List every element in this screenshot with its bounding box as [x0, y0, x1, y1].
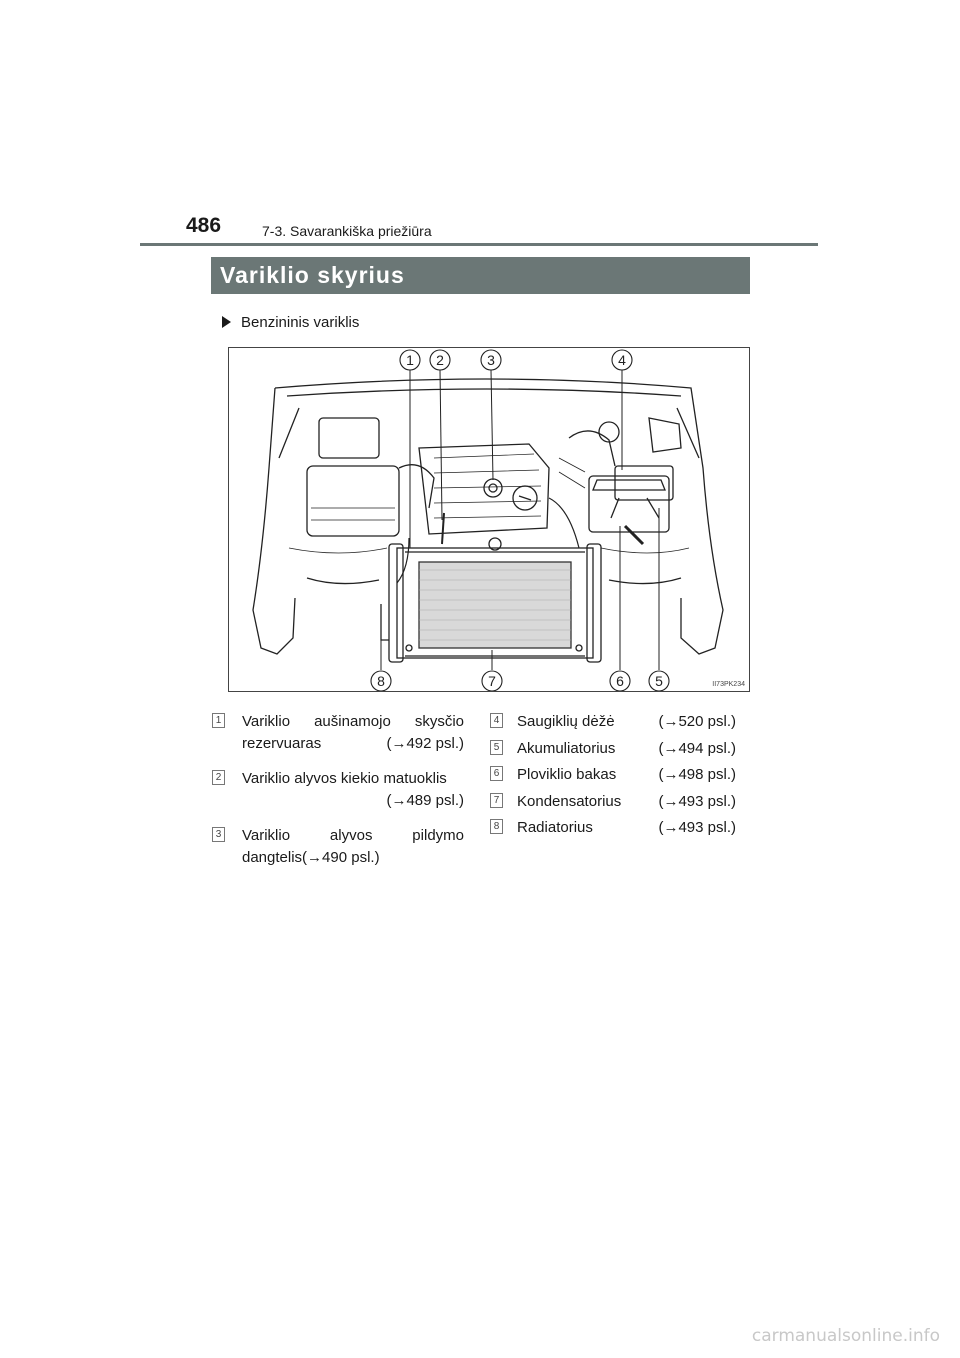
legend-item-7: 7 Kondensatorius (→493 psl.) — [490, 791, 736, 818]
callout-label-4: 4 — [618, 352, 626, 368]
callout-label-2: 2 — [436, 352, 444, 368]
legend-item-3: 3 Variklio alyvos pildymo dangtelis(→490… — [212, 825, 464, 869]
legend-item-8-label: Radiatorius — [517, 819, 593, 836]
legend-number-5: 5 — [490, 739, 503, 755]
legend-item-8-ref: (→493 psl.) — [658, 819, 736, 836]
legend-item-2-line1: Variklio alyvos kiekio matuoklis — [242, 770, 447, 787]
section-title: Variklio skyrius — [211, 257, 750, 294]
legend-item-6-ref: (→498 psl.) — [658, 766, 736, 783]
car-body-outline-left — [252, 387, 296, 655]
subheading: Benzininis variklis — [222, 314, 359, 331]
legend-item-6-label: Ploviklio bakas — [517, 766, 617, 783]
legend-number-2: 2 — [212, 770, 225, 785]
triangle-bullet-icon — [222, 316, 231, 328]
car-body-outline — [274, 378, 724, 655]
legend-item-1-ref: (→492 psl.) — [386, 735, 464, 752]
oil-cap — [483, 478, 503, 498]
callout-line-2 — [439, 369, 443, 521]
callout-line-3 — [490, 369, 494, 481]
legend-item-5-ref: (→494 psl.) — [658, 739, 736, 757]
coolant-reservoir-cap — [512, 485, 538, 511]
callout-label-5: 5 — [655, 673, 663, 689]
legend-number-8: 8 — [490, 819, 503, 834]
legend-item-6: 6 Ploviklio bakas (→498 psl.) — [490, 764, 736, 791]
legend-item-1-line2: rezervuaras — [242, 735, 322, 752]
washer-tank-cap — [598, 421, 620, 443]
callout-label-6: 6 — [616, 673, 624, 689]
callout-label-1: 1 — [406, 352, 414, 368]
condenser-core — [418, 561, 572, 649]
legend-item-5: 5 Akumuliatorius (→494 psl.) — [490, 738, 736, 765]
legend-item-1-line1: Variklio aušinamojo skysčio — [242, 713, 464, 730]
callout-circle-3 — [480, 349, 502, 371]
legend-item-7-label: Kondensatorius — [517, 792, 622, 810]
callout-circle-6 — [609, 670, 631, 691]
battery-housing — [588, 475, 670, 533]
radiator-frame — [396, 547, 594, 659]
figure-code: II73PK234 — [712, 681, 745, 688]
engine-bay-drawing: 1 2 3 4 5 6 7 8 II73PK234 — [252, 349, 745, 691]
watermark: carmanualsonline.info — [751, 1326, 940, 1346]
legend-item-1: 1 Variklio aušinamojo skysčio rezervuara… — [212, 711, 464, 755]
legend-item-8: 8 Radiatorius (→493 psl.) — [490, 817, 736, 844]
fuse-box — [614, 465, 674, 501]
legend-item-4-ref: (→520 psl.) — [658, 713, 736, 730]
callout-label-8: 8 — [377, 673, 385, 689]
section-breadcrumb: 7-3. Savarankiška priežiūra — [262, 223, 432, 239]
engine-bay-illustration: 1 2 3 4 5 6 7 8 II73PK234 — [228, 347, 750, 692]
callout-circle-1 — [399, 349, 421, 371]
legend-number-1: 1 — [212, 713, 225, 728]
air-filter-box — [306, 465, 400, 537]
callout-circle-7 — [481, 670, 503, 691]
callout-circle-8 — [370, 670, 392, 691]
legend-item-3-line2: dangtelis — [242, 849, 303, 866]
header-divider — [140, 243, 818, 246]
legend-item-3-ref: (→490 psl.) — [302, 849, 380, 866]
legend-number-3: 3 — [212, 827, 225, 842]
legend-item-5-label: Akumuliatorius — [517, 739, 616, 757]
callout-circle-2 — [429, 349, 451, 371]
legend-right-column: 4 Saugiklių dėžė (→520 psl.) 5 Akumuliat… — [490, 711, 736, 844]
legend-number-4: 4 — [490, 713, 503, 728]
subheading-text: Benzininis variklis — [241, 314, 360, 331]
legend-item-2: 2 Variklio alyvos kiekio matuoklis (→489… — [212, 768, 464, 812]
legend-left-column: 1 Variklio aušinamojo skysčio rezervuara… — [212, 711, 464, 869]
callout-circle-4 — [611, 349, 633, 371]
legend-number-7: 7 — [490, 792, 503, 808]
callout-label-7: 7 — [488, 673, 496, 689]
callout-circle-5 — [648, 670, 670, 691]
page-number: 486 — [186, 214, 222, 237]
legend-item-4: 4 Saugiklių dėžė (→520 psl.) — [490, 711, 736, 738]
legend-item-4-label: Saugiklių dėžė — [517, 713, 615, 730]
engine-block — [418, 443, 550, 535]
legend-item-7-ref: (→493 psl.) — [658, 792, 736, 810]
callout-label-3: 3 — [487, 352, 495, 368]
legend-item-2-ref: (→489 psl.) — [386, 792, 464, 809]
legend-item-3-line1: Variklio alyvos pildymo — [242, 827, 464, 844]
legend-number-6: 6 — [490, 766, 503, 781]
